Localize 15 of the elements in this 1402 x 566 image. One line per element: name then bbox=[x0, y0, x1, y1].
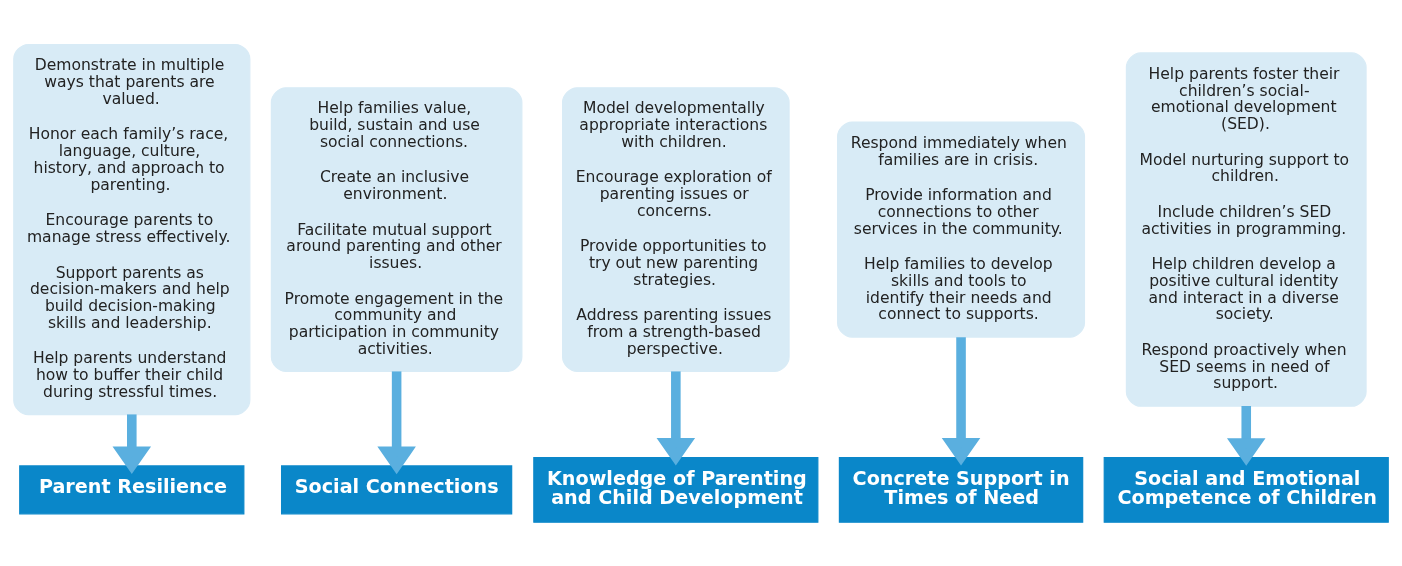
arrow bbox=[941, 336, 981, 466]
arrow bbox=[112, 413, 152, 474]
node-box: Model developmentally appropriate interactions with children. Encourage exploration of parenting issues or concerns. Provide opportunities to try out new parenting strategies. Address parenting issues from a strength-based perspective. bbox=[562, 86, 790, 372]
node-box: Help families value, build, sustain and use social connections. Create an inclusive environment. Facilitate mutual support around parenting and other issues. Promote engagement in the community and participation in community activities. bbox=[270, 86, 523, 372]
node-box: Knowledge of Parenting and Child Development bbox=[533, 456, 819, 523]
node-box: Demonstrate in multiple ways that parents are valued. Honor each family’s race, language, culture, history, and approach to parenting. Encourage parents to manage stress effectively. Support parents as decision-makers and help build decision-making skills and leadership. Help parents understand how to buffer their child during stressful times. bbox=[13, 43, 251, 415]
node-box: Social and Emotional Competence of Children bbox=[1103, 456, 1389, 523]
node-box: Concrete Support in Times of Need bbox=[838, 456, 1084, 523]
node-box: Help parents foster their children’s social-emotional development (SED). Model nurturing support to children. Include children’s SED activities in programming. Help children develop a positive cultural identity and interact in a diverse society. Respond proactively when SED seems in need of support. bbox=[1125, 51, 1367, 407]
node-box: Respond immediately when families are in crisis. Provide information and connections to other services in the community. Help families to develop skills and tools to identify their needs and connect to supports. bbox=[837, 121, 1086, 338]
arrow bbox=[1226, 405, 1266, 466]
node-box: Social Connections bbox=[281, 464, 513, 514]
arrow bbox=[377, 370, 416, 474]
node-box: Parent Resilience bbox=[19, 464, 245, 514]
arrow bbox=[656, 370, 696, 465]
